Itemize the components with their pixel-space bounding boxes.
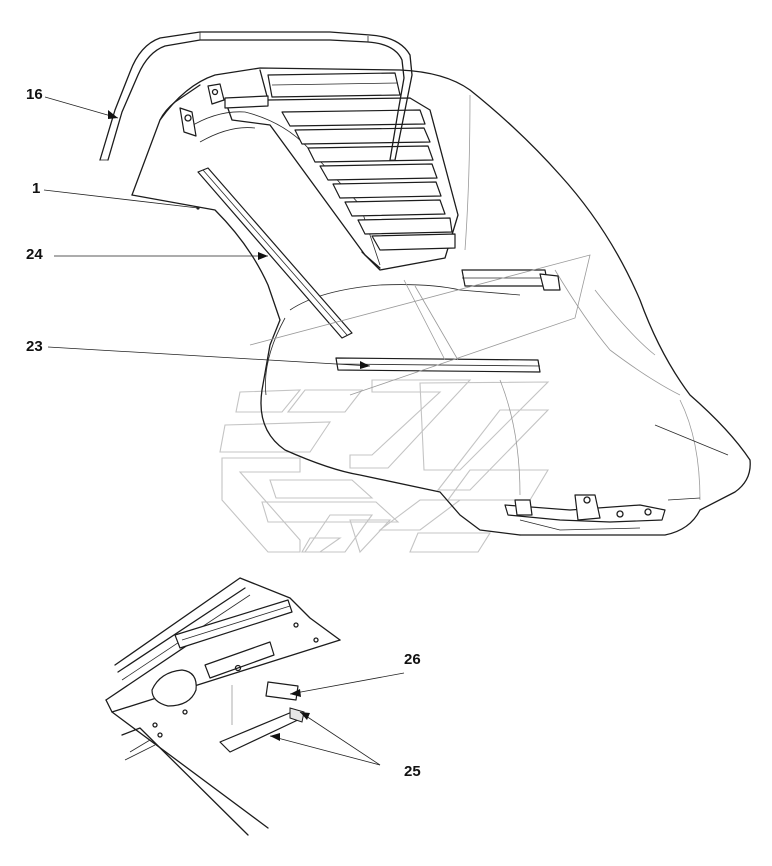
handle-rail xyxy=(99,31,413,161)
callout-24: 24 xyxy=(26,246,43,263)
callout-1: 1 xyxy=(32,180,41,197)
callout-25: 25 xyxy=(404,763,421,780)
gas-strut xyxy=(197,167,353,339)
leader-lines xyxy=(43,96,405,766)
callout-23: 23 xyxy=(26,338,43,355)
callout-26: 26 xyxy=(404,651,421,668)
seal-bar xyxy=(249,254,591,396)
grille-slats xyxy=(224,69,459,271)
ghost-chevron-pattern xyxy=(219,379,550,554)
hood-body xyxy=(131,67,751,536)
inset-detail xyxy=(105,577,341,836)
hinge-bracket xyxy=(179,83,269,137)
latch-linkage xyxy=(504,494,666,531)
callout-16: 16 xyxy=(26,86,43,103)
leader-arrowheads xyxy=(108,110,370,741)
